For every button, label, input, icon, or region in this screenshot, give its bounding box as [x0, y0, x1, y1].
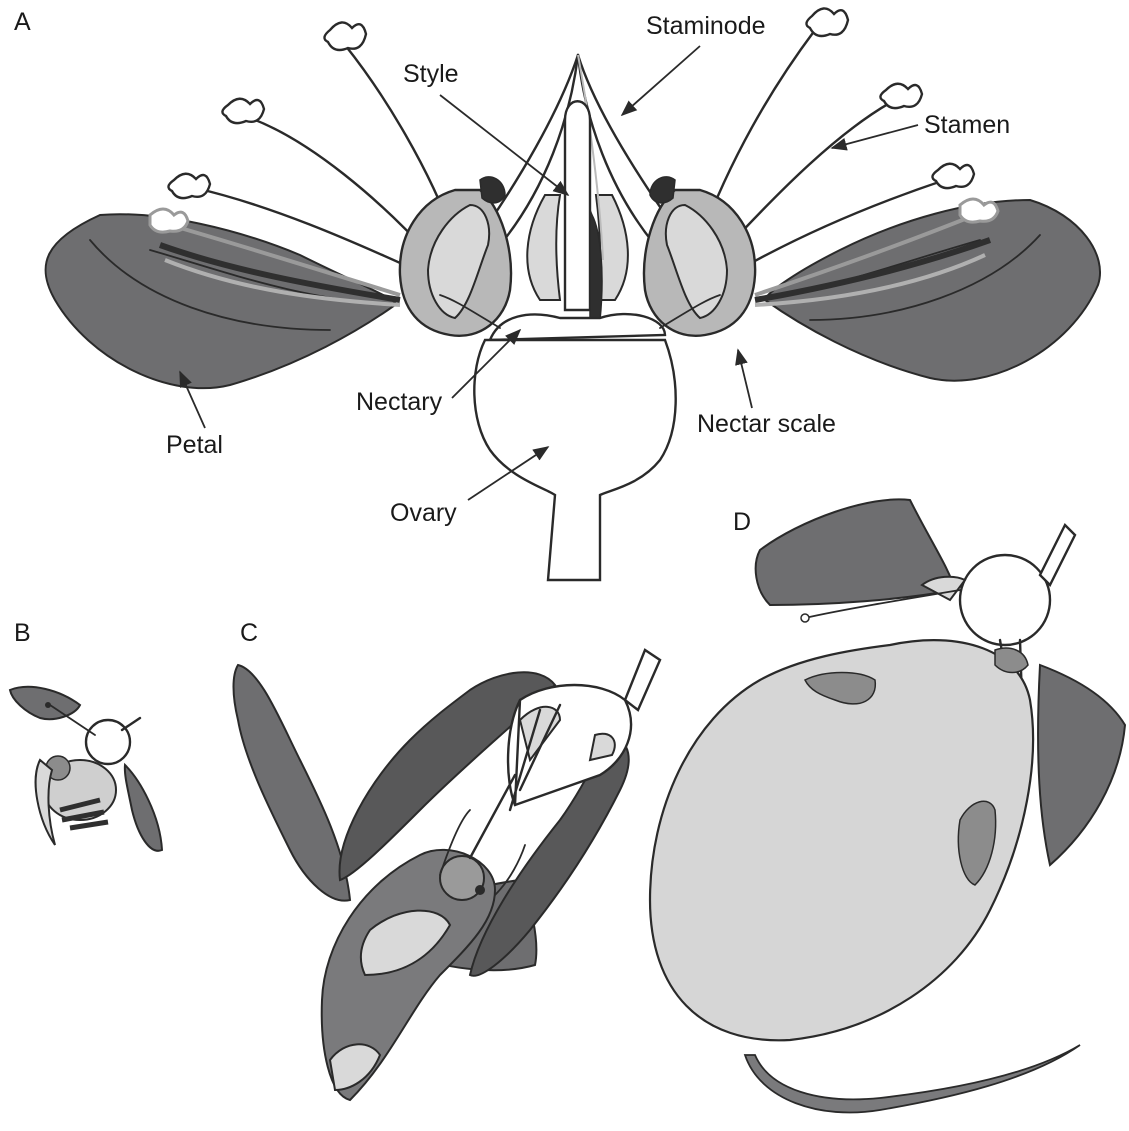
panel-label-c: C: [240, 619, 258, 647]
right-nectar-scale: [644, 177, 755, 336]
label-style: Style: [403, 60, 459, 88]
panel-label-d: D: [733, 508, 751, 536]
panel-c-hummingbird: C: [234, 619, 661, 1100]
ovary: [474, 340, 675, 580]
arrow-nectar-scale: [738, 350, 752, 408]
hummingbird-wing: [234, 665, 351, 901]
label-ovary: Ovary: [390, 499, 457, 527]
arrow-style: [440, 95, 568, 195]
label-staminode: Staminode: [646, 12, 766, 40]
panel-d-mammal: D: [650, 499, 1125, 1112]
flower-d-right-petal: [1038, 665, 1125, 865]
arrow-staminode: [622, 46, 700, 115]
nectary: [490, 314, 665, 340]
mammal-tail: [745, 1045, 1080, 1113]
panel-label-a: A: [14, 8, 31, 36]
style: [565, 101, 590, 310]
panel-b-bee: B: [10, 619, 162, 851]
label-nectar-scale: Nectar scale: [697, 410, 836, 438]
panel-a-flower: [45, 8, 1100, 580]
label-stamen: Stamen: [924, 111, 1010, 139]
label-nectary: Nectary: [356, 388, 443, 416]
panel-label-b: B: [14, 619, 31, 647]
arrow-stamen: [832, 125, 918, 148]
flower-d-left-petal: [756, 499, 955, 605]
left-nectar-scale: [400, 177, 511, 336]
label-petal: Petal: [166, 431, 223, 459]
